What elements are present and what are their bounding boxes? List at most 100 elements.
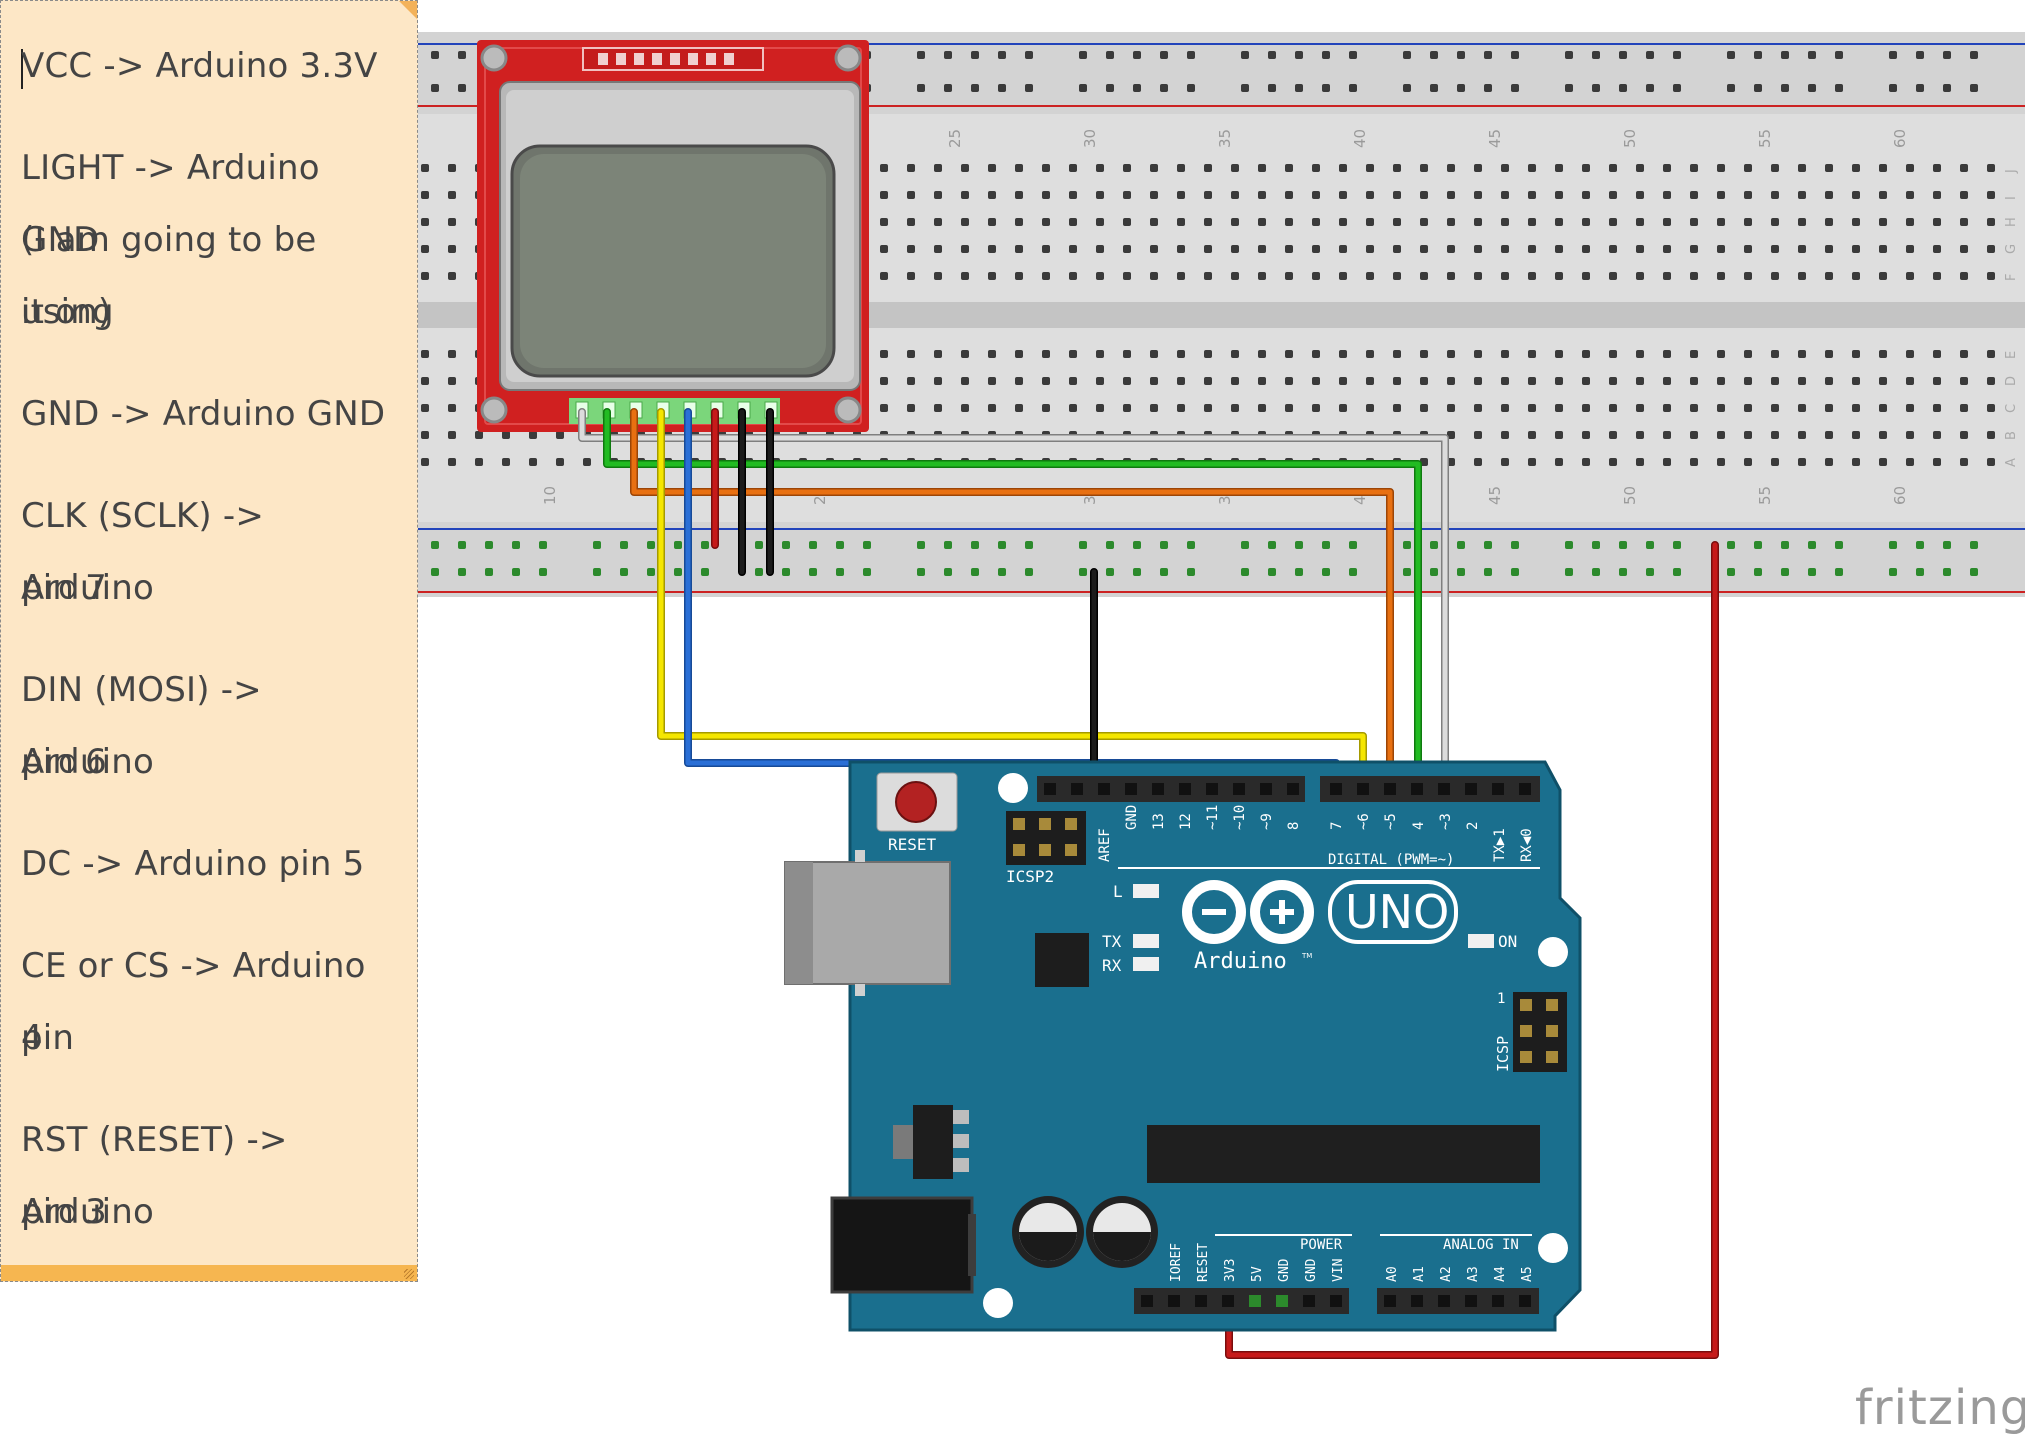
- fritzing-logo: fritzing: [1855, 1380, 2025, 1436]
- digital-pin-label: RX◀0: [1519, 828, 1535, 862]
- column-number: 60: [1891, 129, 1909, 148]
- digital-pin-label: 7: [1329, 822, 1345, 830]
- power-pin-label: RESET: [1196, 1243, 1211, 1282]
- voltage-regulator: [913, 1105, 953, 1179]
- analog-pin-label: A1: [1412, 1266, 1427, 1282]
- digital-pin-label: ~6: [1356, 813, 1372, 830]
- reset-label: RESET: [888, 835, 937, 854]
- note-line: pin 6: [21, 742, 108, 782]
- capacitor: [1086, 1196, 1158, 1268]
- resize-grip-icon[interactable]: [404, 1269, 414, 1279]
- led-l-label: L: [1113, 882, 1123, 901]
- note-line: LIGHT -> Arduino GND: [21, 148, 320, 260]
- mount-hole: [480, 44, 508, 72]
- row-letter: H: [2004, 217, 2019, 227]
- led-l: [1133, 884, 1159, 898]
- sticky-note[interactable]: VCC -> Arduino 3.3V LIGHT -> Arduino GND…: [0, 0, 418, 1282]
- power-pin-label: 5V: [1250, 1266, 1265, 1282]
- column-number: 55: [1756, 129, 1774, 148]
- capacitor: [1012, 1196, 1084, 1268]
- row-letter: G: [2004, 244, 2019, 254]
- column-number: 45: [1486, 129, 1504, 148]
- analog-label: ANALOG IN: [1443, 1237, 1519, 1253]
- power-pin-label: IOREF: [1169, 1243, 1184, 1282]
- icsp-label: ICSP: [1494, 1036, 1512, 1072]
- row-letter: A: [2004, 458, 2019, 467]
- note-line: pin 3: [21, 1192, 108, 1232]
- atmega-chip: [1147, 1125, 1540, 1183]
- row-letter: C: [2004, 404, 2019, 413]
- note-fold-corner: [399, 1, 417, 19]
- column-number: 3: [1081, 495, 1099, 505]
- digital-pin-label: ~10: [1232, 805, 1248, 830]
- row-letter: I: [2004, 196, 2019, 200]
- power-jack: [830, 1196, 974, 1294]
- note-line: it on): [21, 292, 112, 332]
- analog-pin-label: A5: [1520, 1266, 1535, 1282]
- digital-pin-label: 2: [1465, 822, 1481, 830]
- digital-pin-label: ~9: [1259, 813, 1275, 830]
- led-tx-label: TX: [1102, 932, 1122, 951]
- reset-button[interactable]: [895, 781, 937, 823]
- power-pin-labels: IOREF RESET 3V3 5V GND GND VIN: [1169, 1243, 1346, 1282]
- column-number: 50: [1621, 129, 1639, 148]
- analog-pin-label: A4: [1493, 1266, 1508, 1282]
- power-pin-label: 3V3: [1223, 1259, 1238, 1282]
- led-tx: [1133, 934, 1159, 948]
- column-number: 25: [946, 129, 964, 148]
- digital-pin-label: ~5: [1383, 813, 1399, 830]
- power-header: [1134, 1288, 1349, 1314]
- note-line: DIN (MOSI) -> Arduino: [21, 670, 262, 782]
- icsp2-label: ICSP2: [1006, 867, 1054, 886]
- led-on-label: ON: [1498, 932, 1517, 951]
- row-letter: E: [2004, 351, 2019, 359]
- column-number: 4: [1351, 495, 1369, 505]
- led-on: [1468, 934, 1494, 948]
- column-number: 45: [1486, 486, 1504, 505]
- mount-hole: [1538, 937, 1568, 967]
- digital-header-right: [1320, 776, 1540, 802]
- led-rx: [1133, 957, 1159, 971]
- arduino-uno-board: RESET ICSP2 DIGITAL (PWM=~) L TX RX ON 1…: [784, 760, 1582, 1332]
- column-number: 50: [1621, 486, 1639, 505]
- note-line: CLK (SCLK) -> Arduino: [21, 496, 265, 608]
- usb-chip: [1035, 933, 1089, 987]
- column-number: 35: [1216, 129, 1234, 148]
- digital-pin-label: 4: [1411, 822, 1427, 830]
- note-bottom-bar: [1, 1265, 417, 1281]
- arduino-model: UNO: [1345, 885, 1449, 939]
- note-line: VCC -> Arduino 3.3V: [21, 46, 378, 86]
- digital-label: DIGITAL (PWM=~): [1328, 852, 1454, 868]
- power-pin-label: GND: [1304, 1258, 1319, 1282]
- row-letter: B: [2004, 431, 2019, 440]
- power-pin-label: GND: [1277, 1258, 1292, 1282]
- note-line: CE or CS -> Arduino pin: [21, 946, 366, 1058]
- note-line: pin 7: [21, 568, 108, 608]
- nokia-lcd-module: [477, 40, 869, 432]
- led-rx-label: RX: [1102, 956, 1122, 975]
- text-caret: [21, 49, 23, 89]
- digital-pin-label: ~3: [1438, 813, 1454, 830]
- row-letter: F: [2004, 274, 2019, 281]
- column-number: 40: [1351, 129, 1369, 148]
- analog-pin-label: A2: [1439, 1266, 1454, 1282]
- note-line: (I am going to be using: [21, 220, 317, 332]
- mount-hole: [480, 396, 508, 424]
- digital-pin-label: TX▶1: [1492, 828, 1508, 862]
- digital-pin-label: AREF: [1097, 828, 1113, 862]
- analog-pin-label: A3: [1466, 1266, 1481, 1282]
- mount-hole: [834, 396, 862, 424]
- mount-hole: [983, 1288, 1013, 1318]
- note-line: RST (RESET) -> Arduino: [21, 1120, 288, 1232]
- row-letter: D: [2004, 376, 2019, 386]
- power-pin-label: VIN: [1331, 1259, 1346, 1282]
- arduino-logo: [1182, 880, 1458, 944]
- wire-ce-green: [603, 408, 1422, 789]
- column-number: 3: [1216, 495, 1234, 505]
- column-number: 30: [1081, 129, 1099, 148]
- arduino-brand-tm: TM: [1301, 952, 1312, 960]
